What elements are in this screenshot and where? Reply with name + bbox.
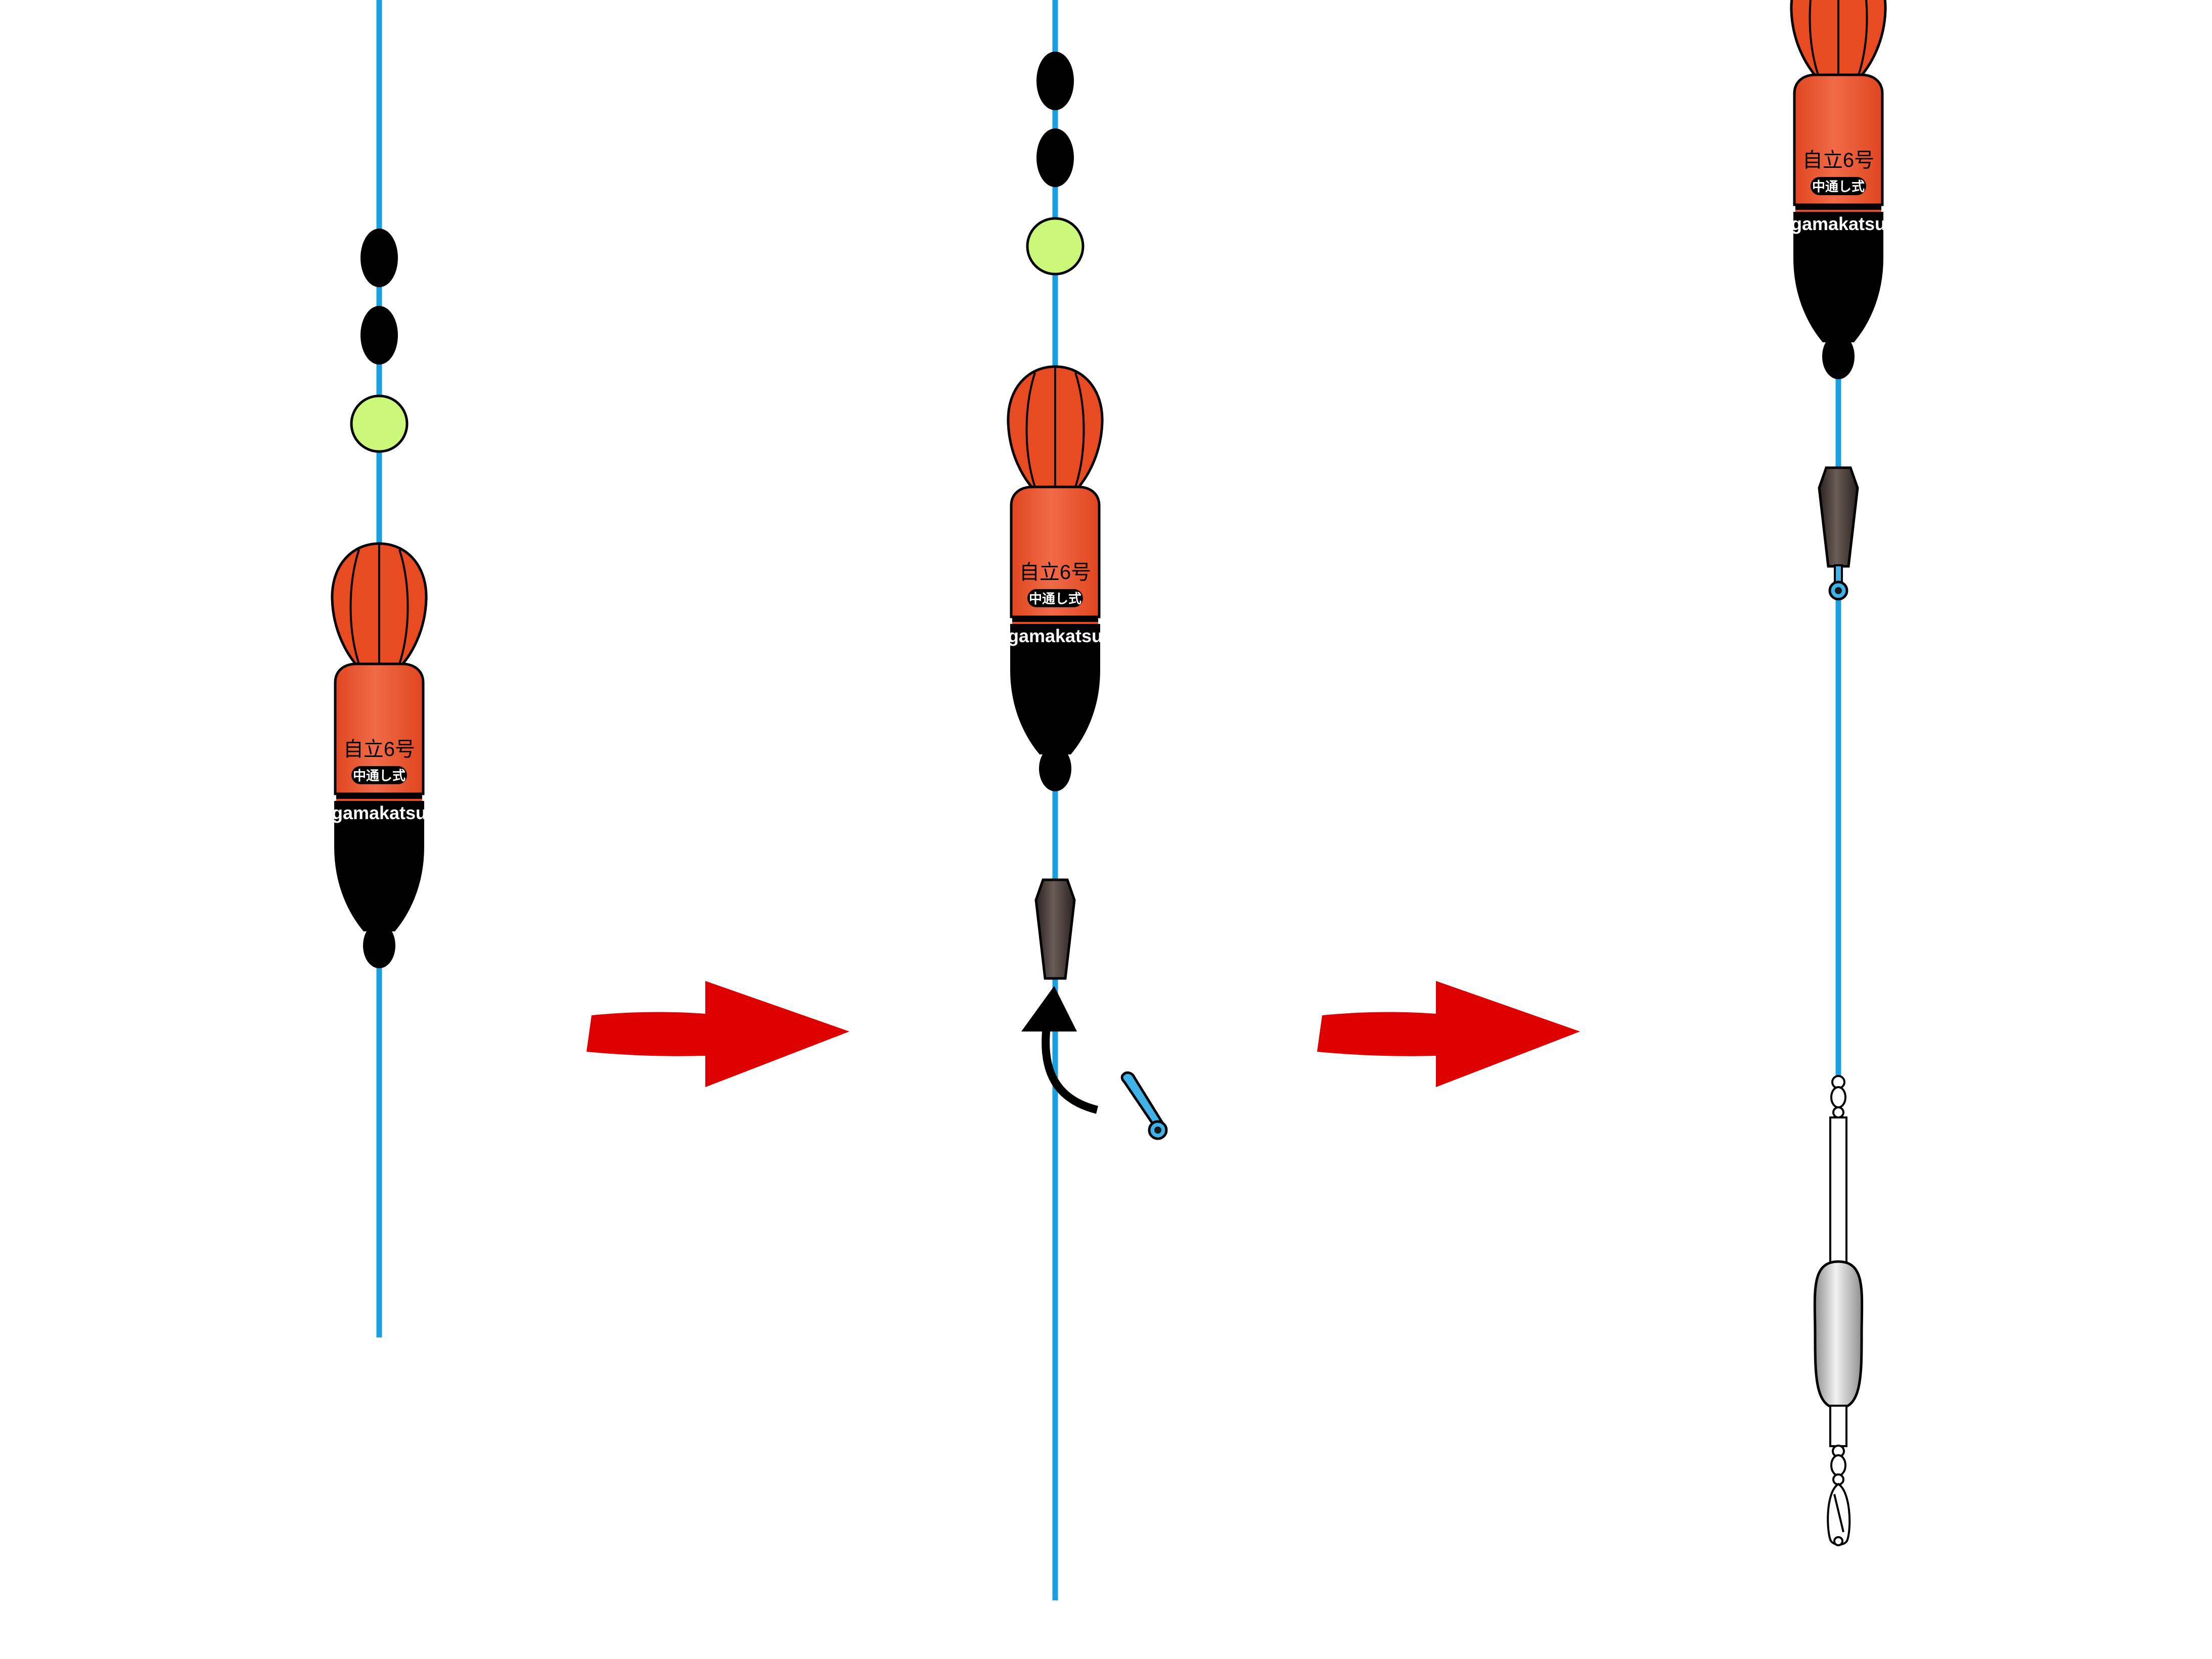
sinker xyxy=(1813,1116,1864,1447)
float-type-label: 中通し式 xyxy=(353,768,405,783)
float-stopper xyxy=(1819,468,1858,566)
float: 自立6号 中通し式 gamakatsu xyxy=(332,544,427,968)
stopper-bead xyxy=(360,306,398,365)
cushion-bead xyxy=(350,394,409,453)
float-brand-label: gamakatsu xyxy=(1008,625,1103,646)
float-size-label: 自立6号 xyxy=(1802,149,1874,171)
panel-step-1: 自立6号 中通し式 gamakatsu xyxy=(332,0,427,1337)
float-size-label: 自立6号 xyxy=(1019,561,1091,584)
float-brand-label: gamakatsu xyxy=(1791,213,1886,234)
stopper-bead xyxy=(1036,52,1074,110)
insert-arrow-head xyxy=(1021,986,1077,1032)
next-step-arrow xyxy=(1317,981,1580,1087)
float: 自立6号 中通し式 gamakatsu xyxy=(1008,367,1103,791)
float: 自立6号 中通し式 gamakatsu xyxy=(1791,0,1886,379)
panel-step-3: 自立6号 中通し式 gamakatsu xyxy=(1791,0,1886,1546)
float-type-label: 中通し式 xyxy=(1029,591,1081,606)
pin-icon xyxy=(1828,564,1848,601)
pin-icon xyxy=(1120,1071,1168,1140)
panel-step-2: 自立6号 中通し式 gamakatsu xyxy=(1008,0,1168,1600)
stopper-bead xyxy=(360,229,398,287)
float-stopper xyxy=(1036,880,1074,978)
swivel-icon xyxy=(1830,1075,1846,1118)
float-size-label: 自立6号 xyxy=(343,738,415,760)
next-step-arrow xyxy=(586,981,849,1087)
insert-arrow xyxy=(1042,1026,1098,1114)
stopper-bead xyxy=(1036,128,1074,187)
float-brand-label: gamakatsu xyxy=(332,802,427,823)
cushion-bead xyxy=(1026,217,1085,276)
snap-icon xyxy=(1827,1445,1851,1546)
float-type-label: 中通し式 xyxy=(1812,179,1865,194)
